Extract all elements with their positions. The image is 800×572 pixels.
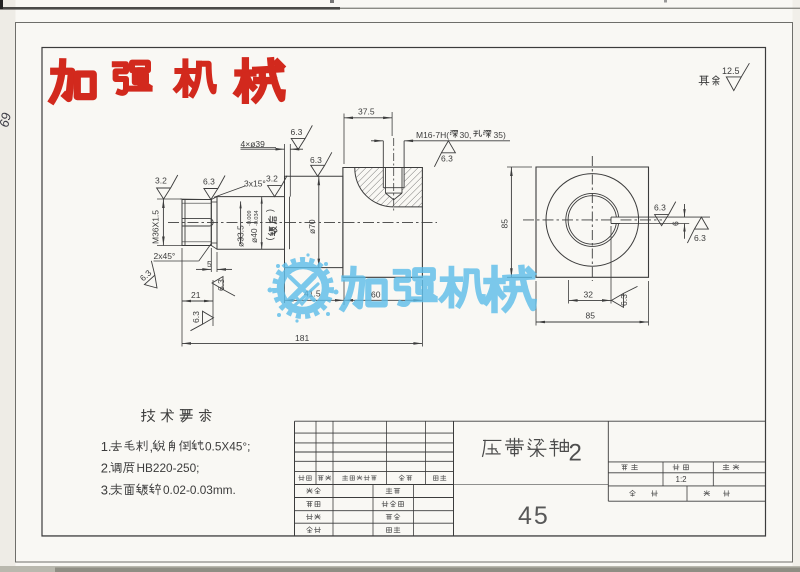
svg-text:2: 2	[569, 440, 582, 467]
svg-text:0.02-0.03mm.: 0.02-0.03mm.	[163, 483, 236, 497]
svg-text:3x15°: 3x15°	[244, 179, 266, 189]
svg-text:6.3: 6.3	[654, 203, 666, 213]
svg-text:85: 85	[586, 311, 596, 321]
svg-text:(: (	[265, 238, 275, 241]
svg-text:60: 60	[371, 290, 381, 300]
svg-text:HB220-250;: HB220-250;	[137, 461, 200, 475]
svg-text:12.5: 12.5	[722, 66, 740, 76]
svg-text:3.: 3.	[101, 483, 112, 498]
svg-text:4×ø39: 4×ø39	[241, 139, 266, 149]
svg-text:45: 45	[518, 502, 550, 530]
svg-text:M16-7H(: M16-7H(	[416, 130, 449, 140]
svg-text:5: 5	[207, 259, 212, 269]
svg-text:ø40: ø40	[249, 228, 259, 243]
svg-text:6.3: 6.3	[694, 233, 706, 243]
svg-text:35): 35)	[494, 130, 506, 140]
svg-text:2.: 2.	[101, 461, 112, 476]
svg-text:6.3: 6.3	[191, 311, 201, 323]
svg-text:2x45°: 2x45°	[154, 251, 176, 261]
svg-text:30,: 30,	[460, 130, 472, 140]
svg-text:ø33.5: ø33.5	[236, 225, 246, 247]
svg-text:1:2: 1:2	[676, 475, 688, 484]
svg-text:0.5X45°;: 0.5X45°;	[205, 440, 250, 454]
svg-text:6.3: 6.3	[310, 155, 322, 165]
svg-text:1.: 1.	[101, 439, 112, 454]
svg-text:6.3: 6.3	[441, 154, 453, 164]
svg-text:37.5: 37.5	[358, 107, 375, 117]
svg-text:6.3: 6.3	[216, 279, 226, 291]
svg-text:181: 181	[295, 333, 309, 343]
svg-text:3.2: 3.2	[155, 176, 167, 186]
svg-text:6: 6	[671, 221, 681, 226]
svg-text:6.3: 6.3	[203, 177, 215, 187]
svg-text:32: 32	[584, 290, 594, 300]
svg-text:6.3: 6.3	[619, 294, 629, 306]
svg-text:41.5: 41.5	[304, 289, 321, 299]
svg-text:69: 69	[0, 111, 14, 128]
svg-text:): )	[265, 209, 275, 212]
svg-text:21: 21	[191, 290, 201, 300]
svg-text:M36X1.5: M36X1.5	[151, 210, 161, 244]
svg-text:-0.009: -0.009	[247, 210, 253, 226]
svg-text:-0.034: -0.034	[254, 210, 260, 226]
svg-text:,: ,	[150, 439, 154, 454]
svg-text:85: 85	[500, 219, 510, 229]
svg-text:3.2: 3.2	[266, 174, 278, 184]
svg-text:6.3: 6.3	[291, 127, 303, 137]
svg-text:ø70: ø70	[307, 219, 317, 234]
